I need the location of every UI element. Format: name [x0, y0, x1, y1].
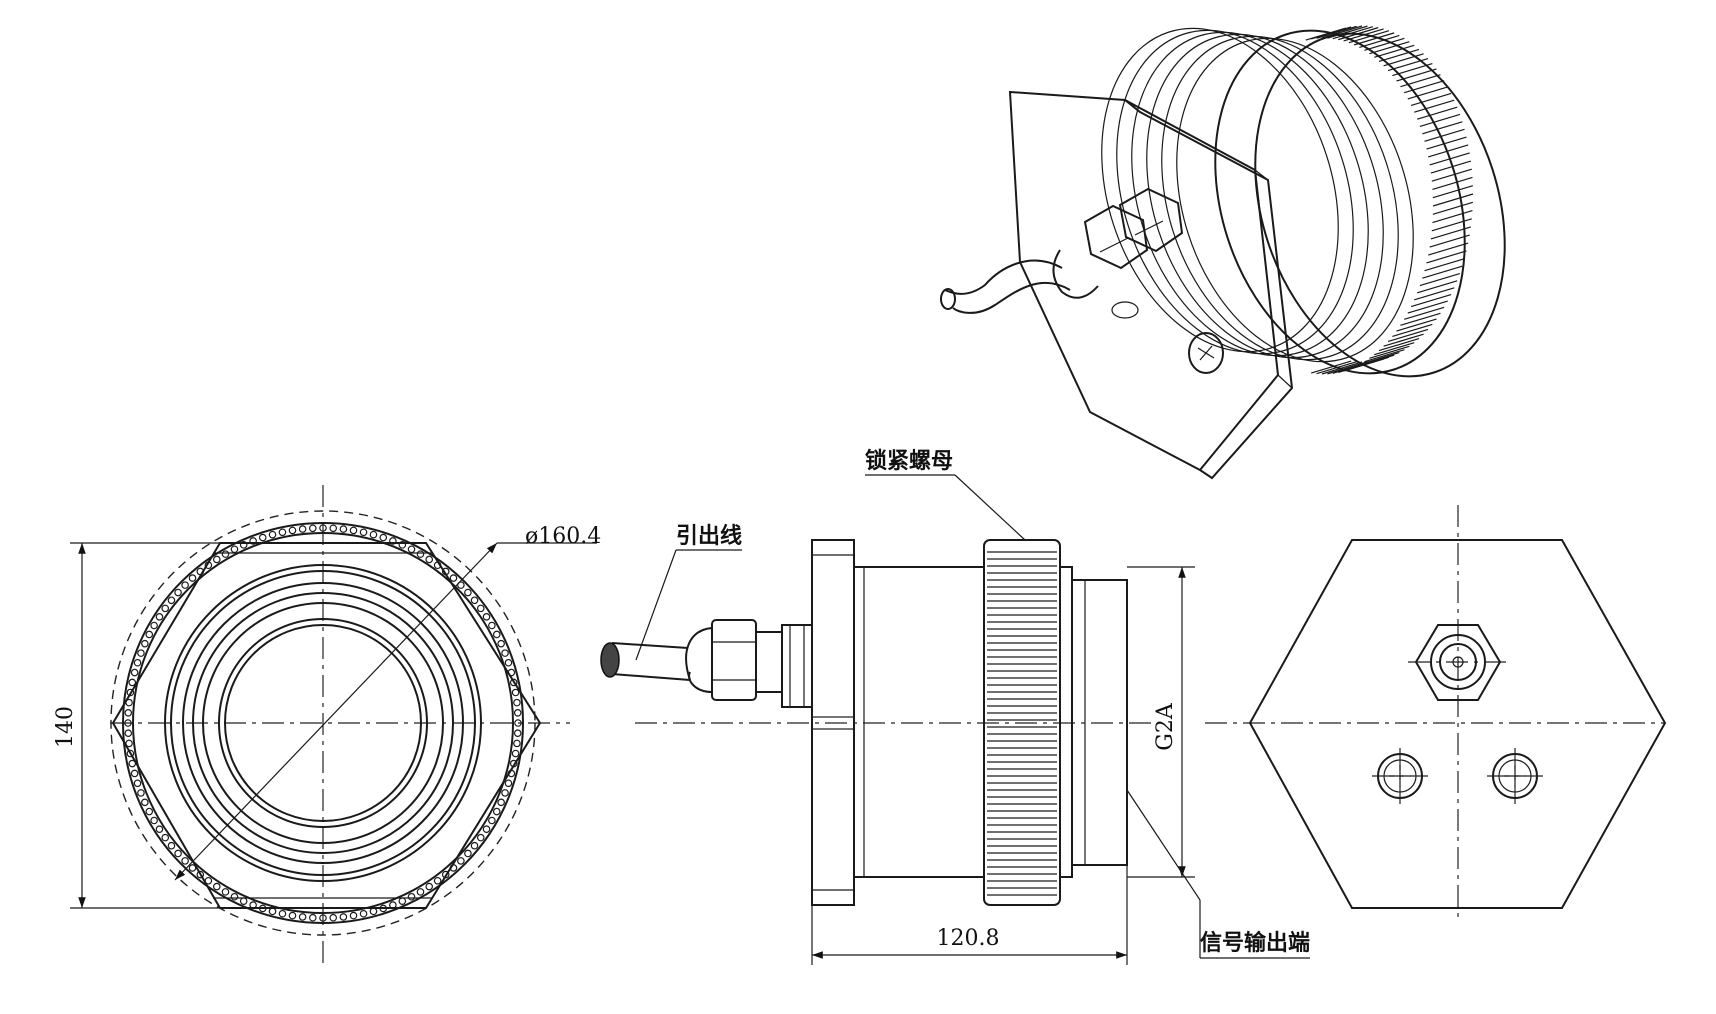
rear-gland-nut [1408, 624, 1512, 701]
iso-knurl [1305, 25, 1474, 375]
diameter-dimension: ø160.4 [525, 524, 601, 549]
lead-wire-label: 引出线 [676, 523, 742, 549]
length-dimension: 120.8 [937, 926, 1000, 951]
side-knurl [987, 551, 1057, 896]
rear-view [1205, 505, 1667, 920]
cable-gland [685, 619, 813, 708]
phillips-screw-icon [1487, 748, 1543, 804]
phillips-screw-icon [1188, 332, 1224, 374]
side-view: G2A 120.8 锁紧螺母 引出线 信号输出端 [600, 448, 1310, 965]
signal-output-label: 信号输出端 [1200, 930, 1310, 956]
lock-nut-label: 锁紧螺母 [865, 448, 953, 474]
flat-to-flat-dimension: 140 [53, 706, 78, 748]
cable-gland-icon [1052, 187, 1184, 299]
rear-hex [1248, 539, 1667, 909]
phillips-screw-icon [1372, 748, 1428, 804]
isometric-view [940, 25, 1506, 480]
hex-plate [1008, 90, 1280, 472]
front-view: ø160.4 140 [53, 485, 601, 965]
thread-dimension: G2A [1153, 702, 1178, 751]
